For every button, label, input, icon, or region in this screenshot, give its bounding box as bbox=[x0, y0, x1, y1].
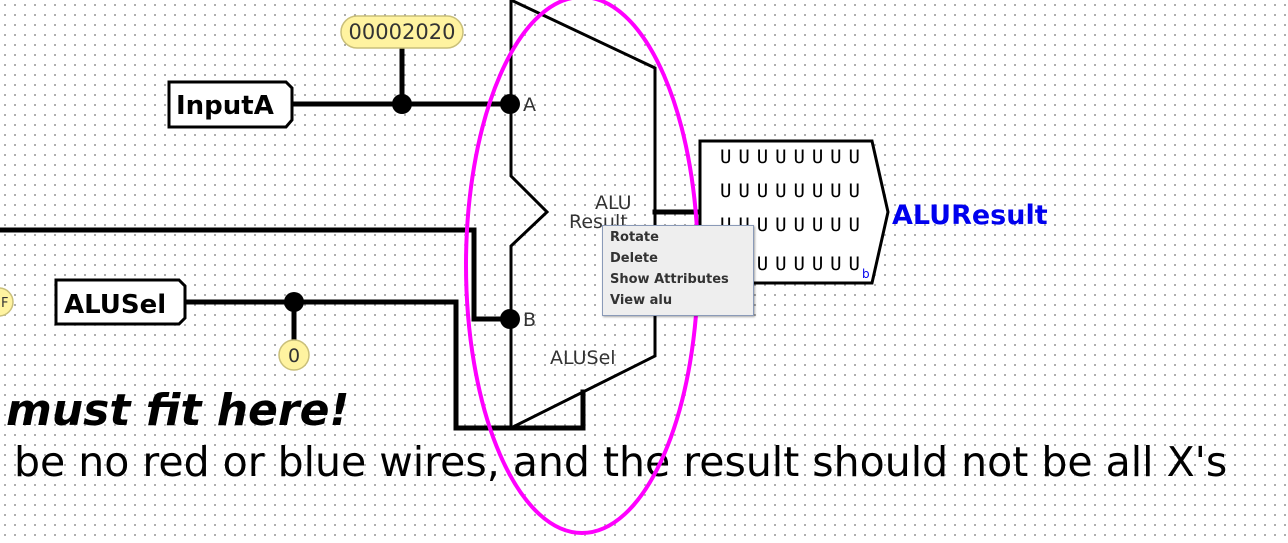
junction-dot bbox=[392, 94, 412, 114]
input-pin-input-a[interactable]: InputA bbox=[167, 80, 294, 129]
output-radix: b bbox=[862, 267, 870, 281]
probe-alusel[interactable]: 0 bbox=[278, 339, 310, 371]
menu-item-delete[interactable]: Delete bbox=[610, 251, 658, 266]
input-pin-label: ALUSel bbox=[64, 290, 166, 320]
probe-input-a[interactable]: 00002020 bbox=[340, 15, 464, 49]
junction-dot bbox=[284, 292, 304, 312]
context-menu: Rotate Delete Show Attributes View alu bbox=[602, 225, 754, 316]
output-label: ALUResult bbox=[892, 200, 1048, 231]
probe-shape bbox=[278, 339, 310, 371]
input-pin-label: InputA bbox=[176, 91, 274, 121]
alu-component[interactable] bbox=[509, 0, 657, 431]
probe-value: F bbox=[1, 296, 8, 311]
wires bbox=[0, 45, 703, 431]
annotation-heading: must fit here! bbox=[6, 385, 349, 436]
alu-port-a-label: A bbox=[523, 94, 536, 116]
menu-item-show-attributes[interactable]: Show Attributes bbox=[610, 272, 729, 287]
menu-item-rotate[interactable]: Rotate bbox=[610, 230, 659, 245]
probe-left-partial[interactable]: F bbox=[0, 287, 14, 317]
probe-value: 0 bbox=[288, 345, 300, 367]
annotation-note: be no red or blue wires, and the result … bbox=[14, 438, 1227, 486]
alu-result-label-line1: ALU bbox=[595, 192, 632, 214]
wire-alusel[interactable] bbox=[181, 299, 586, 431]
wire-input-b[interactable] bbox=[0, 227, 513, 322]
input-pin-shape bbox=[167, 80, 294, 129]
probe-value: 00002020 bbox=[349, 20, 456, 44]
probe-shape bbox=[0, 287, 14, 317]
probe-shape bbox=[340, 15, 464, 49]
input-pin-alusel[interactable]: ALUSel bbox=[54, 278, 187, 326]
alu-port-b-label: B bbox=[523, 309, 536, 331]
alu-sel-label: ALUSel bbox=[550, 347, 616, 369]
input-pin-shape bbox=[54, 278, 187, 326]
wire-junctions bbox=[284, 94, 520, 329]
menu-item-view-alu[interactable]: View alu bbox=[610, 293, 673, 308]
